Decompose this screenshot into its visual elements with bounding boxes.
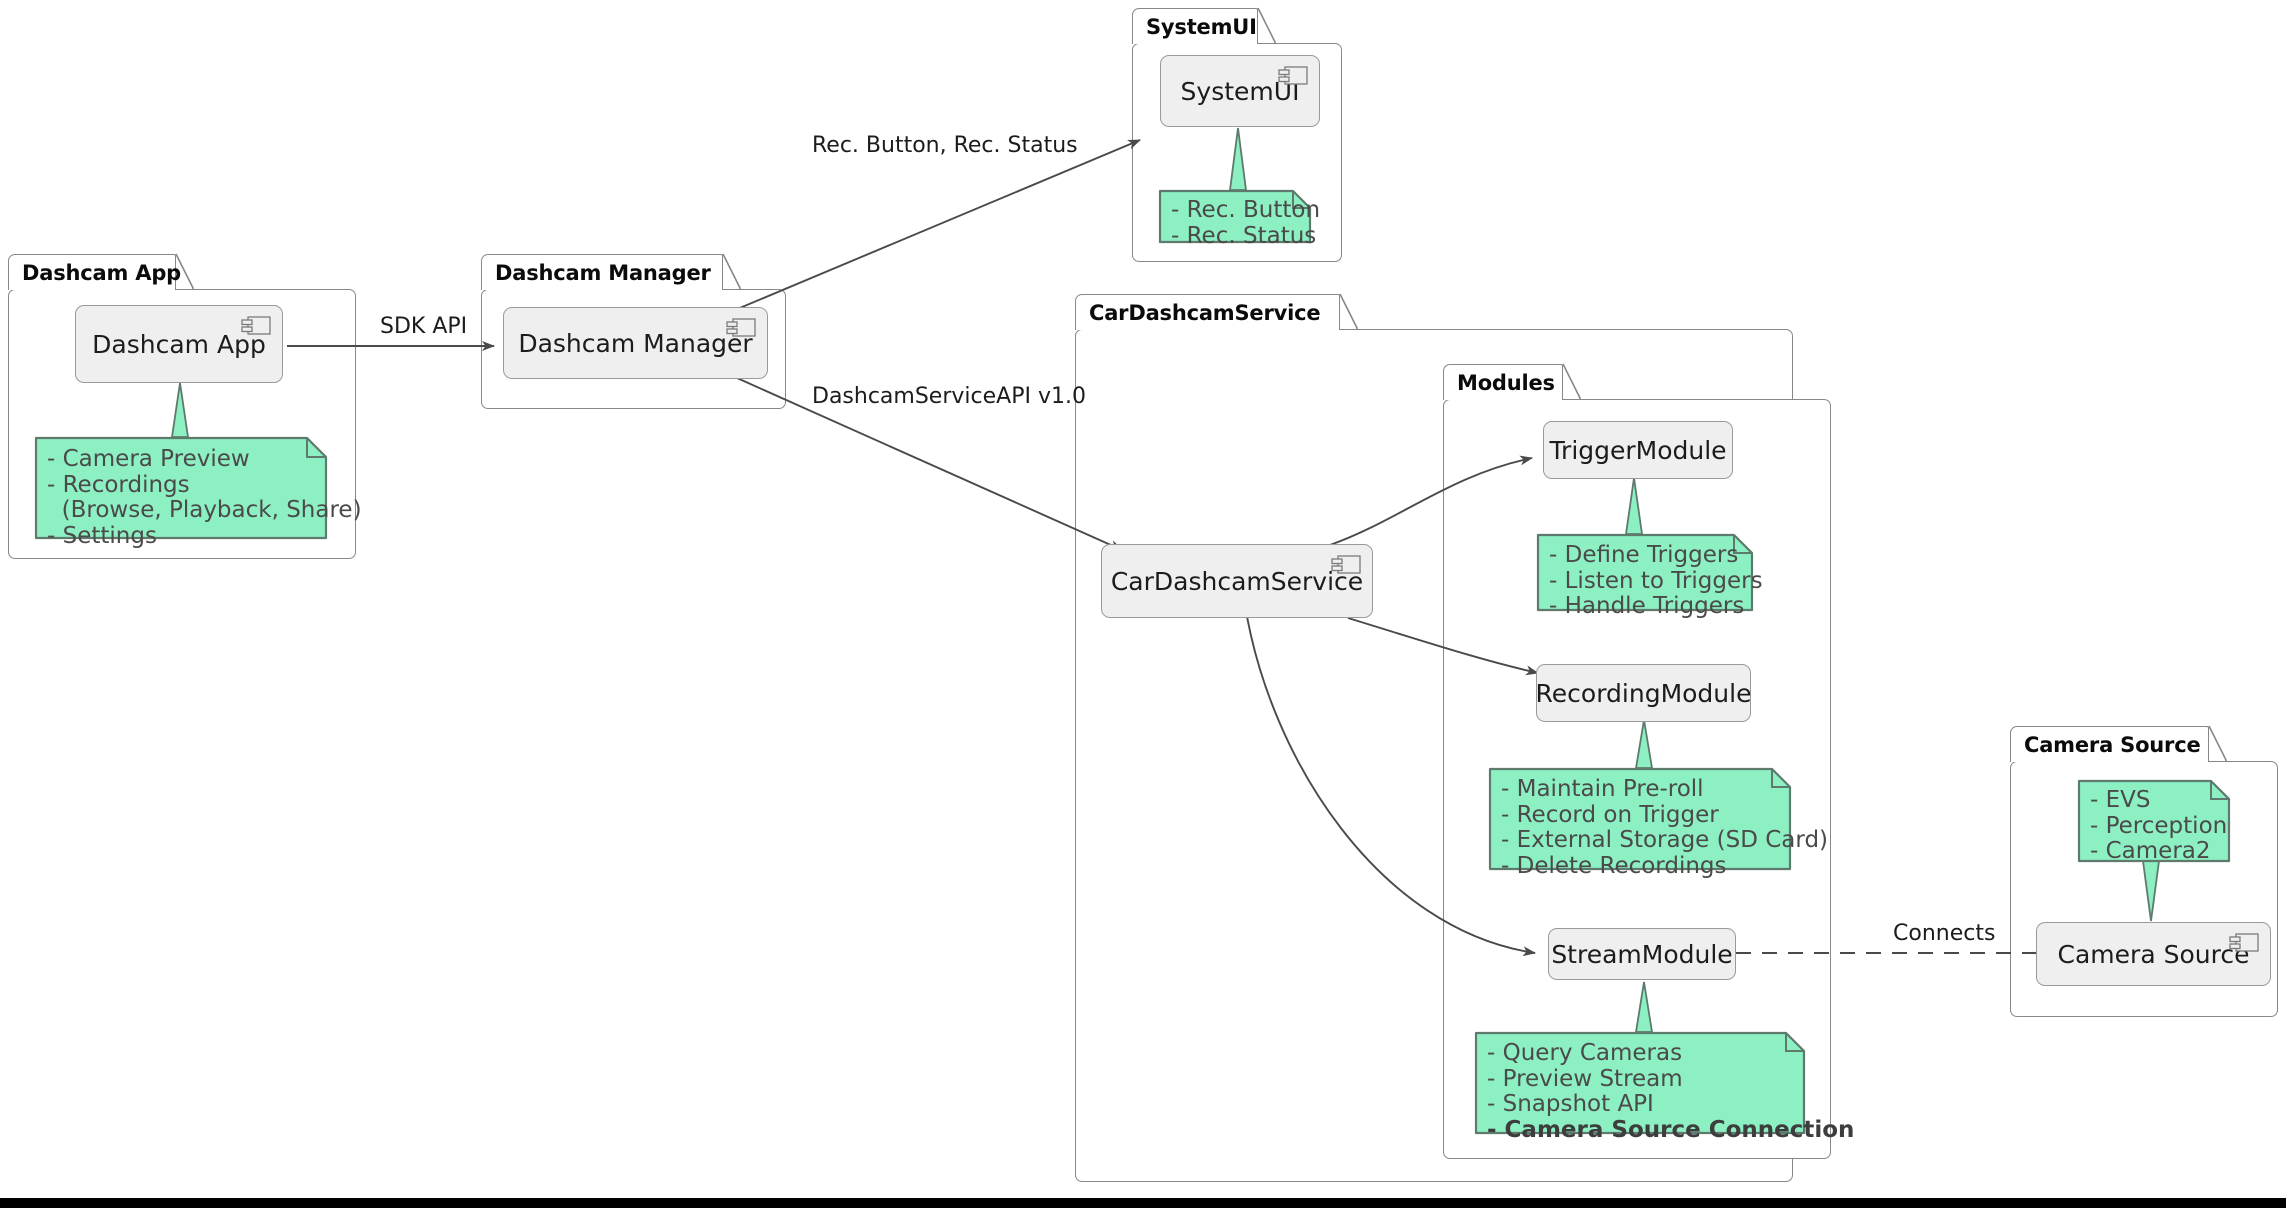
component-label-cardashcamservice: CarDashcamService bbox=[1110, 566, 1364, 596]
edge-dashcamserviceapi bbox=[736, 377, 1123, 551]
note-systemui: - Rec. Button - Rec. Status bbox=[1156, 127, 1321, 248]
note-line: - Delete Recordings bbox=[1501, 852, 1727, 879]
edge-label-connects: Connects bbox=[1893, 921, 1996, 946]
edge-rec-button-status bbox=[734, 139, 1141, 311]
package-tab-slant-dashcam-app bbox=[175, 253, 194, 290]
edge-service-stream bbox=[1244, 604, 1536, 957]
note-shape bbox=[1488, 719, 1792, 871]
note-line: - Handle Triggers bbox=[1549, 593, 1745, 619]
note-line: - Preview Stream bbox=[1487, 1065, 1683, 1092]
package-tab-slant-modules bbox=[1562, 363, 1581, 400]
note-line: - Camera2 bbox=[2090, 838, 2211, 864]
component-camera-source[interactable]: Camera Source bbox=[2036, 922, 2271, 986]
note-line: - Perception bbox=[2090, 812, 2228, 839]
package-tab-slant-systemui bbox=[1257, 7, 1276, 44]
edge-label-dashcamserviceapi: DashcamServiceAPI v1.0 bbox=[812, 384, 1086, 409]
package-tab-modules: Modules bbox=[1443, 364, 1563, 400]
component-label-trigger-module: TriggerModule bbox=[1549, 435, 1727, 465]
component-trigger-module[interactable]: TriggerModule bbox=[1543, 421, 1733, 479]
package-label-cardashcamservice: CarDashcamService bbox=[1089, 300, 1321, 325]
component-dashcam-app[interactable]: Dashcam App bbox=[75, 305, 283, 383]
component-label-dashcam-app: Dashcam App bbox=[92, 329, 266, 359]
package-tab-dashcam-app: Dashcam App bbox=[8, 254, 181, 290]
note-text-dashcam-app: - Camera Preview - Recordings (Browse, P… bbox=[32, 425, 362, 548]
note-text-trigger-module: - Define Triggers - Listen to Triggers -… bbox=[1534, 522, 1763, 618]
package-tab-dashcam-manager: Dashcam Manager bbox=[481, 254, 723, 290]
component-systemui[interactable]: SystemUI bbox=[1160, 55, 1320, 127]
note-line: - Record on Trigger bbox=[1501, 801, 1719, 828]
note-line: - Recordings bbox=[47, 471, 190, 498]
note-line: - Rec. Status bbox=[1171, 222, 1317, 249]
component-icon bbox=[1331, 555, 1361, 574]
note-line: - EVS bbox=[2090, 787, 2151, 813]
package-label-modules: Modules bbox=[1457, 370, 1555, 395]
package-tab-slant-cardashcamservice bbox=[1339, 293, 1358, 330]
note-line: (Browse, Playback, Share) bbox=[47, 497, 362, 523]
component-icon bbox=[1278, 66, 1308, 85]
note-shape bbox=[1158, 127, 1312, 244]
package-tab-cardashcamservice: CarDashcamService bbox=[1075, 294, 1340, 330]
note-recording-module: - Maintain Pre-roll - Record on Trigger … bbox=[1486, 719, 1829, 878]
note-text-systemui: - Rec. Button - Rec. Status bbox=[1156, 178, 1321, 248]
component-icon bbox=[241, 316, 271, 335]
package-tab-camera-source: Camera Source bbox=[2010, 726, 2209, 762]
component-dashcam-manager[interactable]: Dashcam Manager bbox=[503, 307, 768, 379]
component-label-dashcam-manager: Dashcam Manager bbox=[518, 328, 753, 358]
component-label-stream-module: StreamModule bbox=[1551, 939, 1733, 969]
package-label-camera-source: Camera Source bbox=[2024, 732, 2201, 757]
component-label-recording-module: RecordingModule bbox=[1535, 678, 1752, 708]
package-tab-slant-dashcam-manager bbox=[722, 253, 741, 290]
note-line: - Camera Preview bbox=[47, 446, 250, 472]
package-label-systemui: SystemUI bbox=[1146, 14, 1257, 39]
package-label-dashcam-app: Dashcam App bbox=[22, 260, 181, 285]
note-line: - Camera Source Connection bbox=[1487, 1116, 1855, 1143]
bottom-bar bbox=[0, 1198, 2286, 1208]
note-line: - Maintain Pre-roll bbox=[1501, 776, 1704, 802]
component-stream-module[interactable]: StreamModule bbox=[1548, 928, 1736, 980]
note-text-stream-module: - Query Cameras - Preview Stream - Snaps… bbox=[1472, 1020, 1854, 1142]
component-label-camera-source: Camera Source bbox=[2057, 939, 2250, 969]
component-recording-module[interactable]: RecordingModule bbox=[1536, 664, 1751, 722]
component-icon bbox=[726, 318, 756, 337]
edge-label-rec-button-status: Rec. Button, Rec. Status bbox=[812, 133, 1078, 158]
note-shape bbox=[34, 382, 328, 540]
note-line: - Query Cameras bbox=[1487, 1040, 1683, 1066]
note-line: - Define Triggers bbox=[1549, 542, 1739, 568]
note-stream-module: - Query Cameras - Preview Stream - Snaps… bbox=[1472, 981, 1854, 1142]
note-shape bbox=[1474, 981, 1806, 1135]
note-trigger-module: - Define Triggers - Listen to Triggers -… bbox=[1534, 477, 1763, 619]
note-line: - Snapshot API bbox=[1487, 1091, 1654, 1117]
component-icon bbox=[2229, 933, 2259, 952]
edge-service-trigger bbox=[1329, 455, 1533, 546]
note-shape bbox=[2077, 779, 2231, 922]
package-tab-systemui: SystemUI bbox=[1132, 8, 1258, 44]
note-text-recording-module: - Maintain Pre-roll - Record on Trigger … bbox=[1486, 756, 1829, 878]
edge-service-recording bbox=[1347, 617, 1539, 676]
package-label-dashcam-manager: Dashcam Manager bbox=[495, 260, 711, 285]
package-tab-slant-camera-source bbox=[2208, 725, 2227, 762]
edge-label-sdk-api: SDK API bbox=[380, 314, 468, 339]
note-text-camera-source: - EVS - Perception - Camera2 bbox=[2075, 777, 2233, 873]
note-line: - External Storage (SD Card) bbox=[1501, 827, 1829, 853]
note-line: - Rec. Button bbox=[1171, 197, 1321, 223]
note-camera-source: - EVS - Perception - Camera2 bbox=[2075, 777, 2233, 922]
note-line: - Settings bbox=[47, 522, 157, 549]
note-line: - Listen to Triggers bbox=[1549, 567, 1763, 594]
note-shape bbox=[1536, 477, 1754, 612]
component-cardashcamservice[interactable]: CarDashcamService bbox=[1101, 544, 1373, 618]
note-dashcam-app: - Camera Preview - Recordings (Browse, P… bbox=[32, 382, 362, 548]
